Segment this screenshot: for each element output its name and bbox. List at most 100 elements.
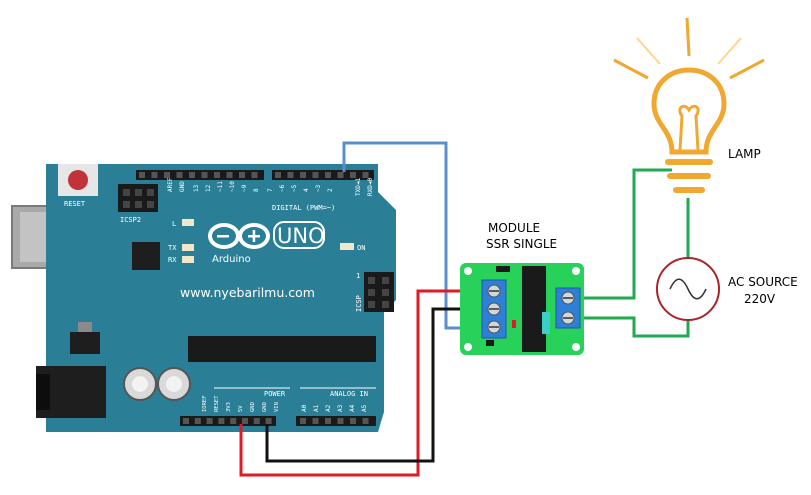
uno-label: UNO	[277, 224, 325, 248]
header-pin-hole	[201, 172, 208, 178]
analog-pin-label: A0	[301, 404, 308, 412]
analog-pin-label: A3	[337, 404, 344, 412]
power-pin-label: IOREF	[202, 395, 208, 412]
power-label: POWER	[264, 390, 286, 398]
power-pin-label: GND	[262, 402, 268, 412]
voltage-regulator-tab	[78, 322, 92, 334]
digital-pin-label: 4	[303, 188, 310, 192]
l-led-label: L	[172, 220, 176, 228]
header-pin-hole	[337, 172, 344, 178]
uno-badge	[273, 221, 325, 249]
power-pin-label: RESET	[214, 395, 220, 412]
header-pin-hole	[194, 418, 201, 424]
lamp-ray-upper-right	[717, 37, 742, 65]
digital-pin-label: ~9	[241, 184, 248, 192]
lamp-bulb	[651, 67, 727, 155]
icsp-label: ICSP	[355, 295, 363, 312]
digital-pin-label: ~3	[315, 184, 322, 192]
ac-source-label-line2: 220V	[744, 292, 776, 306]
analog-pin-label: A1	[313, 404, 320, 412]
header-pin-hole	[164, 172, 170, 178]
tx-label: TX	[168, 244, 177, 252]
power-header	[180, 416, 276, 426]
header-pin-hole	[242, 418, 248, 424]
header-pin-hole	[350, 418, 356, 424]
ssr-relay-body	[522, 266, 546, 352]
header-pin-hole	[300, 172, 306, 178]
icsp2-header	[118, 184, 158, 212]
capacitor-right	[157, 367, 191, 401]
power-pin-label: 5V	[238, 405, 244, 412]
header-pin-hole	[312, 418, 319, 424]
lamp-ray-left	[613, 58, 649, 80]
header-pin-hole	[139, 172, 145, 178]
lamp-filament	[678, 104, 700, 151]
digital-pin-label: 7	[267, 188, 274, 192]
header-pin-hole	[275, 172, 281, 178]
rxd-label: RXD◄0	[367, 178, 374, 196]
digital-pin-label: ~10	[229, 181, 236, 192]
ac-sine-source-icon	[656, 257, 720, 321]
arduino-label: Arduino	[212, 254, 251, 265]
digital-label: DIGITAL (PWM=~)	[272, 204, 335, 212]
header-pin-hole	[300, 418, 306, 424]
header-pin-hole	[218, 418, 225, 424]
header-pin-hole	[226, 172, 233, 178]
mount-hole-tl	[464, 267, 472, 275]
module-label-line2: SSR SINGLE	[486, 237, 557, 251]
reset-button[interactable]	[68, 170, 88, 190]
module-label-line1: MODULE	[488, 221, 540, 235]
rx-label: RX	[168, 256, 177, 264]
light-bulb-icon	[613, 17, 765, 193]
header-pin-hole	[151, 172, 158, 178]
icsp2-label: ICSP2	[120, 216, 141, 224]
header-pin-hole	[362, 172, 369, 178]
dc-power-jack-front	[36, 374, 50, 410]
aref-label: AREF	[167, 177, 174, 192]
l-led	[182, 219, 194, 226]
power-pin-label: VIN	[274, 402, 280, 412]
output-terminal-screws	[561, 291, 575, 325]
gnd-label: GND	[179, 181, 186, 192]
analog-pin-label: A2	[325, 404, 332, 412]
website-label: www.nyebarilmu.com	[180, 285, 315, 300]
header-pin-hole	[362, 418, 369, 424]
icsp-header	[364, 272, 394, 312]
smd-component-1	[496, 266, 510, 272]
lamp-ray-right	[729, 58, 765, 80]
ac-source-label-line1: AC SOURCE	[728, 275, 798, 289]
analog-in-label: ANALOG IN	[330, 390, 368, 398]
usb-chip	[132, 242, 160, 270]
ac-wire-lamp	[570, 168, 672, 300]
ac-wire-source	[570, 316, 690, 338]
ssr-module	[460, 263, 584, 355]
digital-pin-label: 8	[253, 188, 260, 192]
header-pin-hole	[214, 172, 220, 178]
rx-led	[182, 256, 194, 263]
header-pin-hole	[350, 172, 356, 178]
icsp-pin-label: 1	[356, 272, 360, 280]
mount-hole-bl	[464, 343, 472, 351]
analog-pin-label: A4	[349, 404, 356, 412]
header-pin-hole	[239, 172, 245, 178]
ssr-heatsink	[542, 312, 550, 334]
reset-label: RESET	[64, 200, 86, 208]
input-terminal-screws	[487, 284, 501, 334]
mount-hole-tr	[572, 267, 580, 275]
digital-header-pins	[139, 172, 369, 178]
txd-label: TXD◄1	[355, 178, 362, 196]
on-led	[340, 243, 354, 250]
power-pin-label: GND	[250, 402, 256, 412]
on-label: ON	[357, 244, 365, 252]
lamp-label: LAMP	[728, 147, 761, 161]
header-pin-hole	[206, 418, 213, 424]
gnd-wire	[265, 307, 492, 463]
vcc-5v-wire	[239, 289, 492, 477]
header-pin-hole	[312, 172, 319, 178]
board-pcb	[46, 164, 396, 432]
